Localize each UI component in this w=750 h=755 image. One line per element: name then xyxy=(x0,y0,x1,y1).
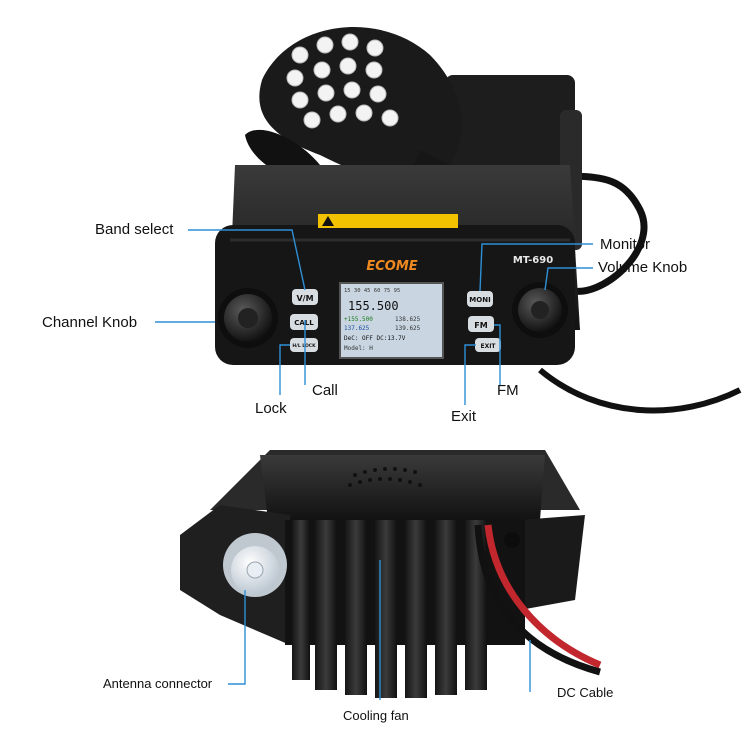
speaker-grille xyxy=(348,467,422,487)
volume-knob xyxy=(512,282,568,338)
brand-logo: ECOME xyxy=(366,259,417,274)
callout-call: Call xyxy=(312,382,338,399)
key-exit: EXIT xyxy=(475,338,501,352)
svg-text:Model: H: Model: H xyxy=(344,345,373,352)
callout-exit: Exit xyxy=(451,408,477,425)
callout-cooling-fan: Cooling fan xyxy=(343,708,409,723)
key-fm: FM xyxy=(468,316,494,332)
svg-text:V/M: V/M xyxy=(296,294,313,303)
dc-cable xyxy=(474,524,602,676)
channel-knob xyxy=(218,288,278,348)
callout-band-select: Band select xyxy=(95,221,174,238)
key-lock: H/L LOCK xyxy=(290,338,318,352)
callout-volume-knob: Volume Knob xyxy=(598,259,688,276)
svg-text:138.625: 138.625 xyxy=(395,316,421,323)
heat-sink xyxy=(285,520,525,698)
warning-sticker xyxy=(318,214,458,228)
callout-fm: FM xyxy=(497,382,519,399)
svg-text:+155.500: +155.500 xyxy=(344,316,373,323)
callout-dc-cable: DC Cable xyxy=(557,685,614,700)
svg-text:FM: FM xyxy=(474,321,487,330)
svg-text:139.625: 139.625 xyxy=(395,325,421,332)
power-cable xyxy=(538,367,742,414)
svg-text:DeC: OFF DC:13.7V: DeC: OFF DC:13.7V xyxy=(344,335,406,342)
mic-keypad xyxy=(286,33,399,129)
key-moni: MONI xyxy=(467,291,493,307)
antenna-connector xyxy=(223,533,287,597)
key-call: CALL xyxy=(290,314,318,330)
svg-text:CALL: CALL xyxy=(294,319,314,327)
svg-text:155.500: 155.500 xyxy=(348,299,399,313)
key-vm: V/M xyxy=(292,289,318,305)
svg-text:H/L LOCK: H/L LOCK xyxy=(292,343,316,349)
leader-lines xyxy=(155,229,593,700)
svg-text:15 30 45 60 75 95: 15 30 45 60 75 95 xyxy=(344,288,400,294)
callout-monitor: Monitor xyxy=(600,236,651,253)
svg-text:MONI: MONI xyxy=(469,296,490,304)
svg-text:137.625: 137.625 xyxy=(344,325,370,332)
callout-channel-knob: Channel Knob xyxy=(42,314,138,331)
callout-antenna-connector: Antenna connector xyxy=(103,676,213,691)
svg-text:EXIT: EXIT xyxy=(480,343,496,350)
lcd-screen: 15 30 45 60 75 95 155.500 +155.500 138.6… xyxy=(339,282,444,359)
model-label: MT-690 xyxy=(513,255,553,266)
microphone xyxy=(245,27,500,205)
callout-lock: Lock xyxy=(255,400,287,417)
